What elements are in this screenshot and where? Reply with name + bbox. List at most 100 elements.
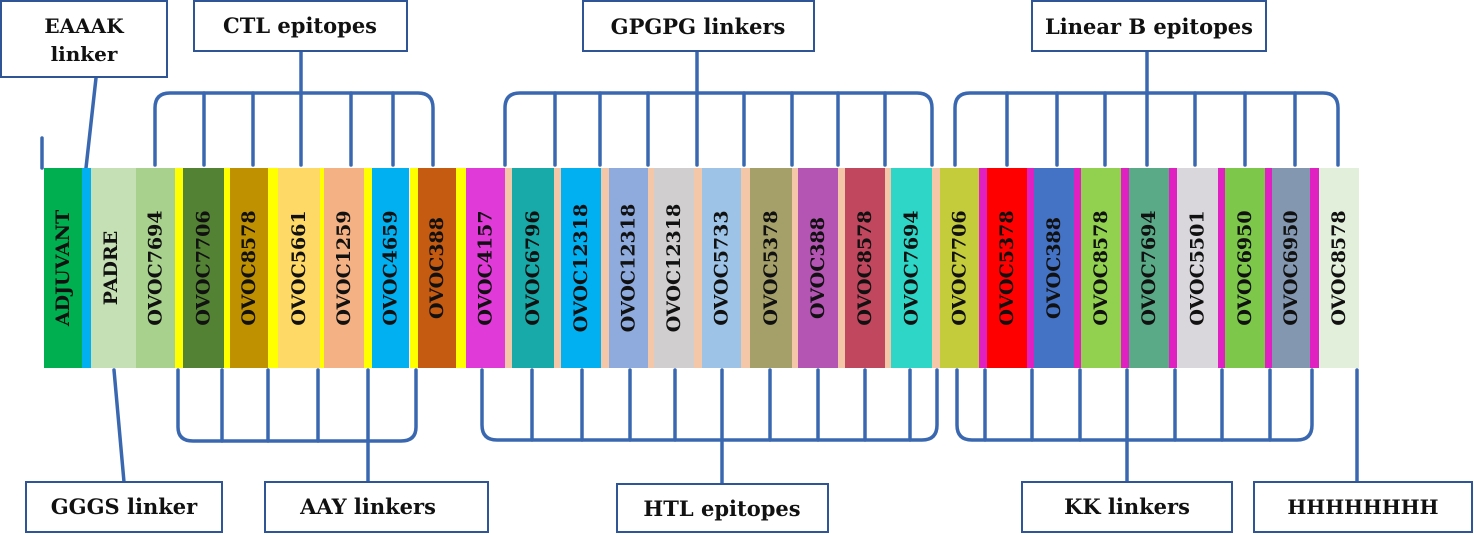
segment-18 <box>845 168 885 368</box>
kk-linker-24 <box>1218 168 1225 368</box>
kk-linker-20 <box>1027 168 1034 368</box>
segment-27 <box>1272 168 1310 368</box>
gpgpg-linker-18 <box>932 168 940 368</box>
segment-label-1: ADJUVANT <box>52 210 74 327</box>
segment-label-11: OVOC6796 <box>522 210 544 325</box>
eaaak-label-line2: linker <box>51 42 118 66</box>
gpgpg-label-box: GPGPG linkers <box>582 0 815 52</box>
segment-28 <box>1319 168 1359 368</box>
segment-label-27: OVOC6950 <box>1280 210 1302 325</box>
segment-label-4: OVOC7706 <box>193 210 215 325</box>
segment-15 <box>702 168 741 368</box>
aay-linker-5 <box>320 168 324 368</box>
segment-9 <box>418 168 456 368</box>
kk-top-bracket <box>953 50 1340 167</box>
gpgpg-linker-9 <box>505 168 512 368</box>
segment-10 <box>466 168 505 368</box>
ctl-label-box: CTL epitopes <box>193 0 408 52</box>
gggs-label: GGGS linker <box>51 494 198 519</box>
segment-label-10: OVOC4157 <box>475 210 497 325</box>
gpgpg-linker-12 <box>648 168 654 368</box>
aay-linker-8 <box>456 168 466 368</box>
kk-label-box: KK linkers <box>1021 481 1233 533</box>
segment-16 <box>750 168 792 368</box>
kk-bottom-bracket <box>955 368 1314 484</box>
segment-4 <box>183 168 224 368</box>
eaaak-label-line1: EAAAK <box>44 14 124 38</box>
segment-17 <box>798 168 838 368</box>
linear-b-label: Linear B epitopes <box>1045 14 1253 39</box>
segment-19 <box>891 168 932 368</box>
aay-linker-3 <box>224 168 230 368</box>
segment-6 <box>278 168 320 368</box>
segment-label-15: OVOC5733 <box>711 210 733 325</box>
segment-26 <box>1225 168 1265 368</box>
connector-lines <box>40 50 1359 486</box>
linear-b-label-box: Linear B epitopes <box>1031 0 1267 52</box>
segment-22 <box>1034 168 1074 368</box>
aay-linker-7 <box>410 168 418 368</box>
kk-linker-22 <box>1121 168 1129 368</box>
segment-label-18: OVOC8578 <box>854 210 876 325</box>
eaaak-linker-0 <box>82 168 91 368</box>
segment-label-7: OVOC1259 <box>333 210 355 325</box>
his-tag-label-box: HHHHHHHH <box>1253 481 1473 533</box>
segment-label-12: OVOC12318 <box>570 204 592 332</box>
gpgpg-label: GPGPG linkers <box>611 14 786 39</box>
segment-7 <box>324 168 364 368</box>
gggs-label-box: GGGS linker <box>25 481 223 533</box>
gpgpg-linker-11 <box>601 168 609 368</box>
segment-label-21: OVOC5378 <box>996 210 1018 325</box>
gpgpg-linker-10 <box>554 168 561 368</box>
segment-2 <box>91 168 131 368</box>
segment-11 <box>512 168 554 368</box>
htl-label-box: HTL epitopes <box>616 483 829 533</box>
gpgpg-linker-15 <box>792 168 798 368</box>
segment-label-3: OVOC7694 <box>145 210 167 325</box>
segment-label-24: OVOC7694 <box>1138 210 1160 325</box>
gpgpg-linker-13 <box>694 168 702 368</box>
aay-linker-2 <box>175 168 183 368</box>
kk-linker-25 <box>1265 168 1272 368</box>
segment-14 <box>654 168 694 368</box>
his-tag-label: HHHHHHHH <box>1287 495 1438 519</box>
construct-segments: ADJUVANT PADRE OVOC7694 OVOC7706 OVOC8578 OVO… <box>44 168 1359 368</box>
segment-label-17: OVOC388 <box>807 217 829 319</box>
segment-3 <box>136 168 175 368</box>
segment-label-28: OVOC8578 <box>1328 210 1350 325</box>
segment-label-22: OVOC388 <box>1043 217 1065 319</box>
segment-label-19: OVOC7694 <box>901 210 923 325</box>
aay-label-box: AAY linkers <box>264 481 489 533</box>
kk-linker-26 <box>1310 168 1319 368</box>
eaaak-connector <box>84 76 98 170</box>
aay-linker-4 <box>268 168 278 368</box>
segment-5 <box>230 168 268 368</box>
ctl-bracket <box>153 50 435 167</box>
segment-12 <box>561 168 601 368</box>
segment-label-8: OVOC4659 <box>380 210 402 325</box>
segment-13 <box>609 168 648 368</box>
segment-label-2: PADRE <box>100 231 122 305</box>
segment-label-5: OVOC8578 <box>238 210 260 325</box>
segment-label-14: OVOC12318 <box>663 204 685 332</box>
aay-bracket <box>176 368 418 484</box>
gpgpg-linker-17 <box>885 168 891 368</box>
aay-linker-6 <box>364 168 372 368</box>
segment-label-9: OVOC388 <box>426 217 448 319</box>
gpgpg-bracket <box>503 50 934 167</box>
segment-21 <box>987 168 1027 368</box>
segment-23 <box>1081 168 1121 368</box>
htl-label: HTL epitopes <box>643 496 800 521</box>
segment-24 <box>1129 168 1169 368</box>
gpgpg-linker-14 <box>741 168 750 368</box>
segment-8 <box>372 168 409 368</box>
segment-25 <box>1177 168 1218 368</box>
segment-label-23: OVOC8578 <box>1090 210 1112 325</box>
ctl-label: CTL epitopes <box>223 13 377 38</box>
segment-label-16: OVOC5378 <box>760 210 782 325</box>
gggs-linker-1 <box>131 168 136 368</box>
kk-linker-23 <box>1169 168 1177 368</box>
segment-label-26: OVOC6950 <box>1234 210 1256 325</box>
